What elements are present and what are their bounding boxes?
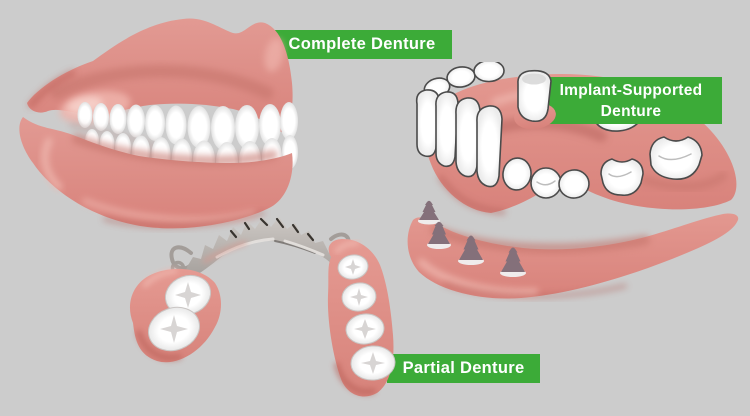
lower-denture <box>19 117 298 229</box>
right-saddle <box>327 239 396 397</box>
upper-teeth <box>77 102 298 150</box>
complete-denture-label: Complete Denture <box>272 30 452 59</box>
upper-denture <box>27 18 298 150</box>
denture-teeth <box>415 62 703 199</box>
partial-denture-label: Partial Denture <box>387 354 540 383</box>
implant-supported-denture-label: Implant-Supported Denture <box>540 77 722 124</box>
gum-ridge <box>407 213 739 299</box>
left-saddle <box>129 268 221 363</box>
complete-denture-illustration <box>19 18 298 229</box>
implant-posts <box>418 200 526 277</box>
bite-shadow <box>69 123 161 149</box>
implant-denture-front-tooth <box>514 69 556 130</box>
front-tooth-and-gum <box>514 69 556 130</box>
partial-denture-illustration <box>129 217 396 397</box>
